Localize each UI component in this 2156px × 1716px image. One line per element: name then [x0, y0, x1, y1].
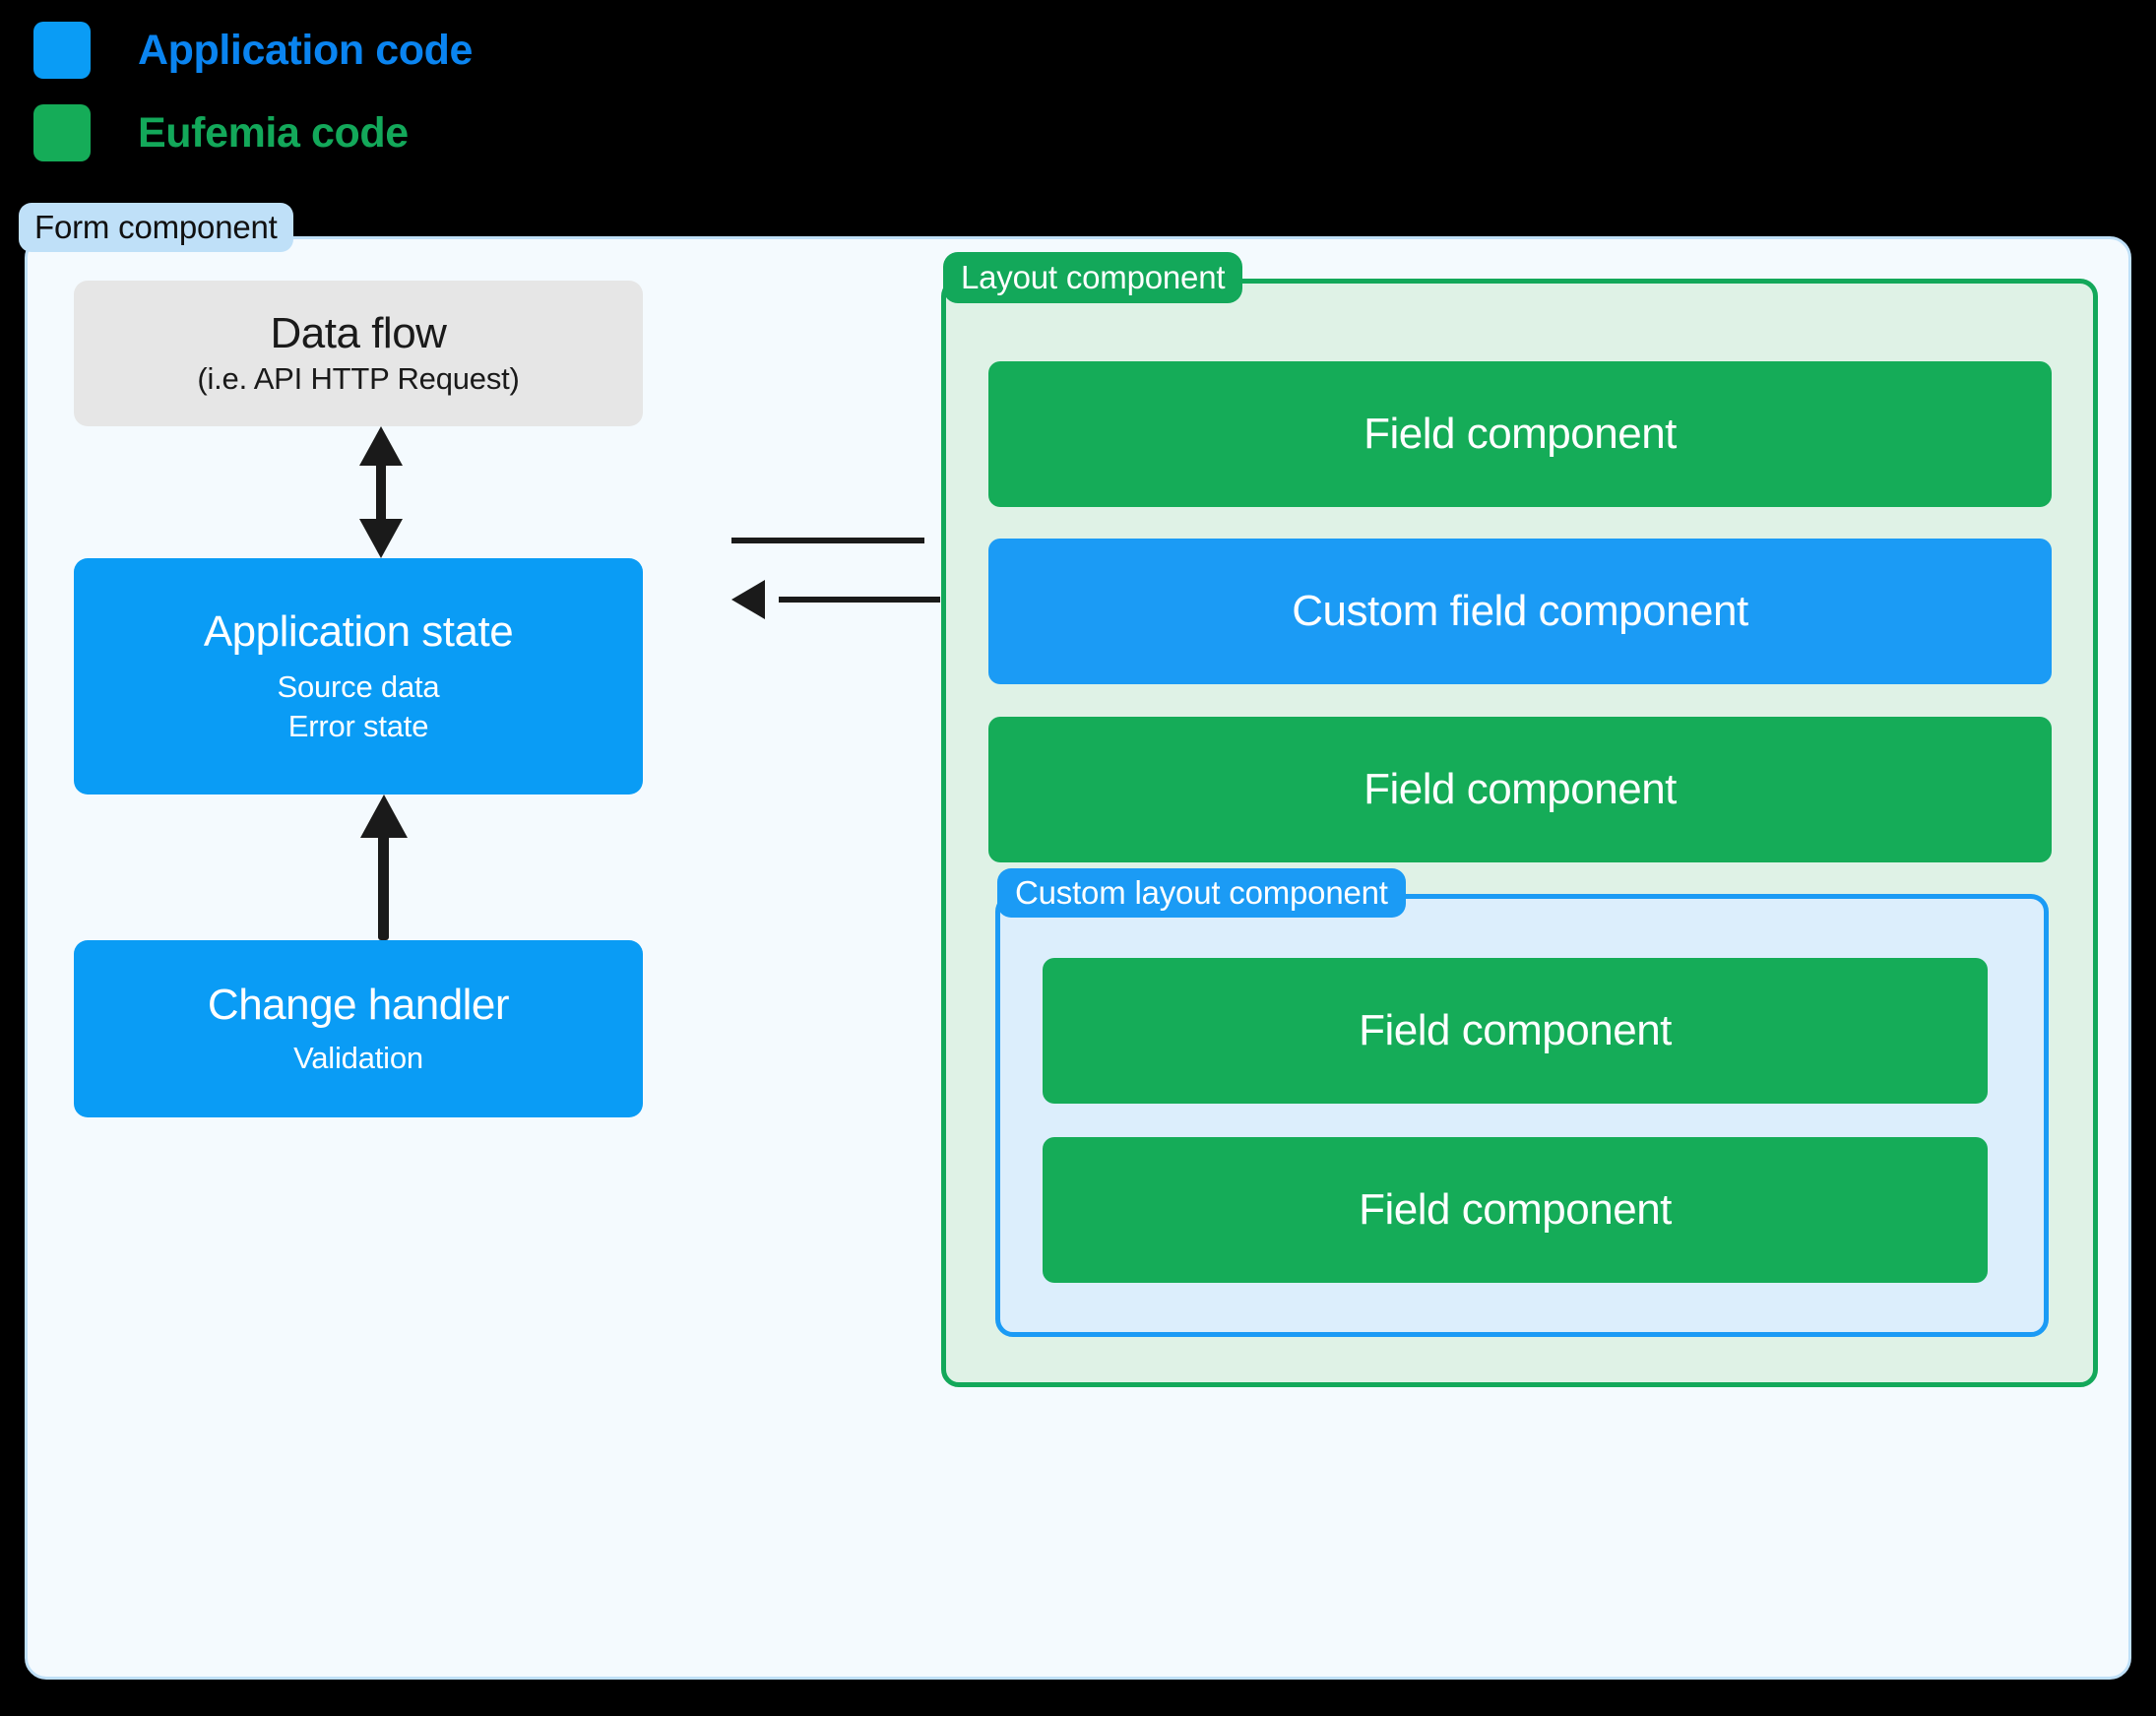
change-handler-validation: Validation [293, 1040, 423, 1075]
application-state-error-state: Error state [287, 708, 429, 743]
data-flow-subtitle: (i.e. API HTTP Request) [197, 360, 520, 396]
arrow-head-left-icon [731, 580, 765, 619]
double-headed-vertical-arrow-icon [351, 426, 411, 558]
layout-component-container: Layout component Field component Custom … [941, 252, 2098, 1387]
field-component-3: Field component [1043, 958, 1988, 1104]
field-component-1: Field component [988, 361, 2052, 507]
form-component-badge: Form component [19, 203, 293, 252]
change-handler-title: Change handler [207, 980, 510, 1029]
custom-layout-component-badge: Custom layout component [997, 868, 1406, 918]
field-component-4: Field component [1043, 1137, 1988, 1283]
legend-label-eufemia-code: Eufemia code [138, 108, 409, 157]
form-component-container: Form component Data flow (i.e. API HTTP … [19, 203, 2131, 1680]
application-state-node: Application state Source data Error stat… [74, 558, 643, 794]
custom-field-component: Custom field component [988, 539, 2052, 684]
data-flow-node: Data flow (i.e. API HTTP Request) [74, 281, 643, 426]
green-square-swatch-icon [33, 104, 91, 161]
application-state-source-data: Source data [277, 668, 440, 704]
custom-layout-component-container: Custom layout component Field component … [995, 868, 2049, 1337]
field-component-2: Field component [988, 717, 2052, 862]
application-state-title: Application state [203, 606, 514, 656]
change-handler-node: Change handler Validation [74, 940, 643, 1117]
legend-item-application-code: Application code [33, 22, 473, 79]
data-flow-title: Data flow [270, 308, 447, 357]
legend: Application code Eufemia code [33, 22, 473, 161]
legend-item-eufemia-code: Eufemia code [33, 104, 473, 161]
blue-square-swatch-icon [33, 22, 91, 79]
layout-component-badge: Layout component [943, 252, 1243, 303]
connector-line-left [731, 538, 924, 543]
legend-label-application-code: Application code [138, 26, 474, 74]
connector-line-left [779, 597, 940, 603]
up-arrow-icon [354, 794, 413, 940]
